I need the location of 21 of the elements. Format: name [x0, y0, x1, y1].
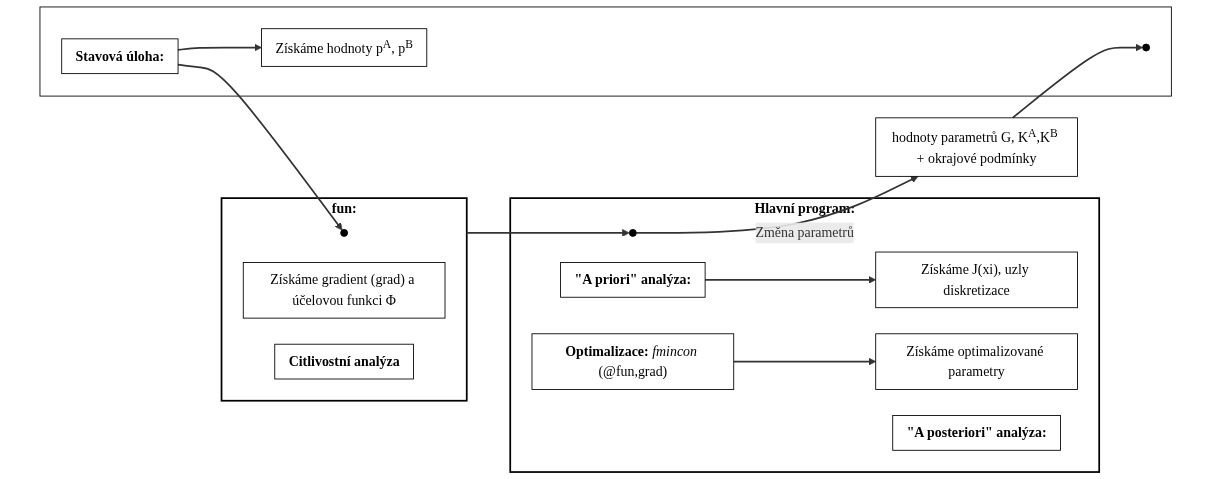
node-box: Získáme hodnoty p$^{A}$, p$^{B}$ [260, 28, 428, 67]
node-circle [1142, 43, 1150, 52]
edge-label: Změna parametrů [755, 225, 854, 240]
node-box: Stavová úloha: [61, 38, 179, 75]
arrow [732, 357, 876, 366]
node-circle [340, 229, 348, 237]
node-box: Získáme optimalizované parametry [875, 333, 1078, 390]
arrow [704, 276, 876, 284]
node-box: "A priori" analýza: [559, 262, 706, 298]
arrow [177, 63, 343, 231]
node-box: Získáme gradient (grad) a účelovou funkci Φ [242, 262, 446, 319]
node-box: Citlivostní analýza [274, 343, 414, 380]
arrow [1011, 43, 1143, 119]
node-box: "A posteriori" analýza: [892, 415, 1061, 451]
arrow [177, 43, 262, 52]
node-box: Optimalizace: fmincon (@fun,grad) [531, 333, 734, 390]
node-circle [628, 229, 637, 237]
node-box: hodnoty parametrů G, K$^{A}$,K$^{B}$ + okrajové podmínky [875, 117, 1078, 177]
arrow [465, 229, 630, 237]
node-box: Získáme J(xi), uzly diskretizace [875, 251, 1078, 309]
cluster [39, 6, 1172, 97]
